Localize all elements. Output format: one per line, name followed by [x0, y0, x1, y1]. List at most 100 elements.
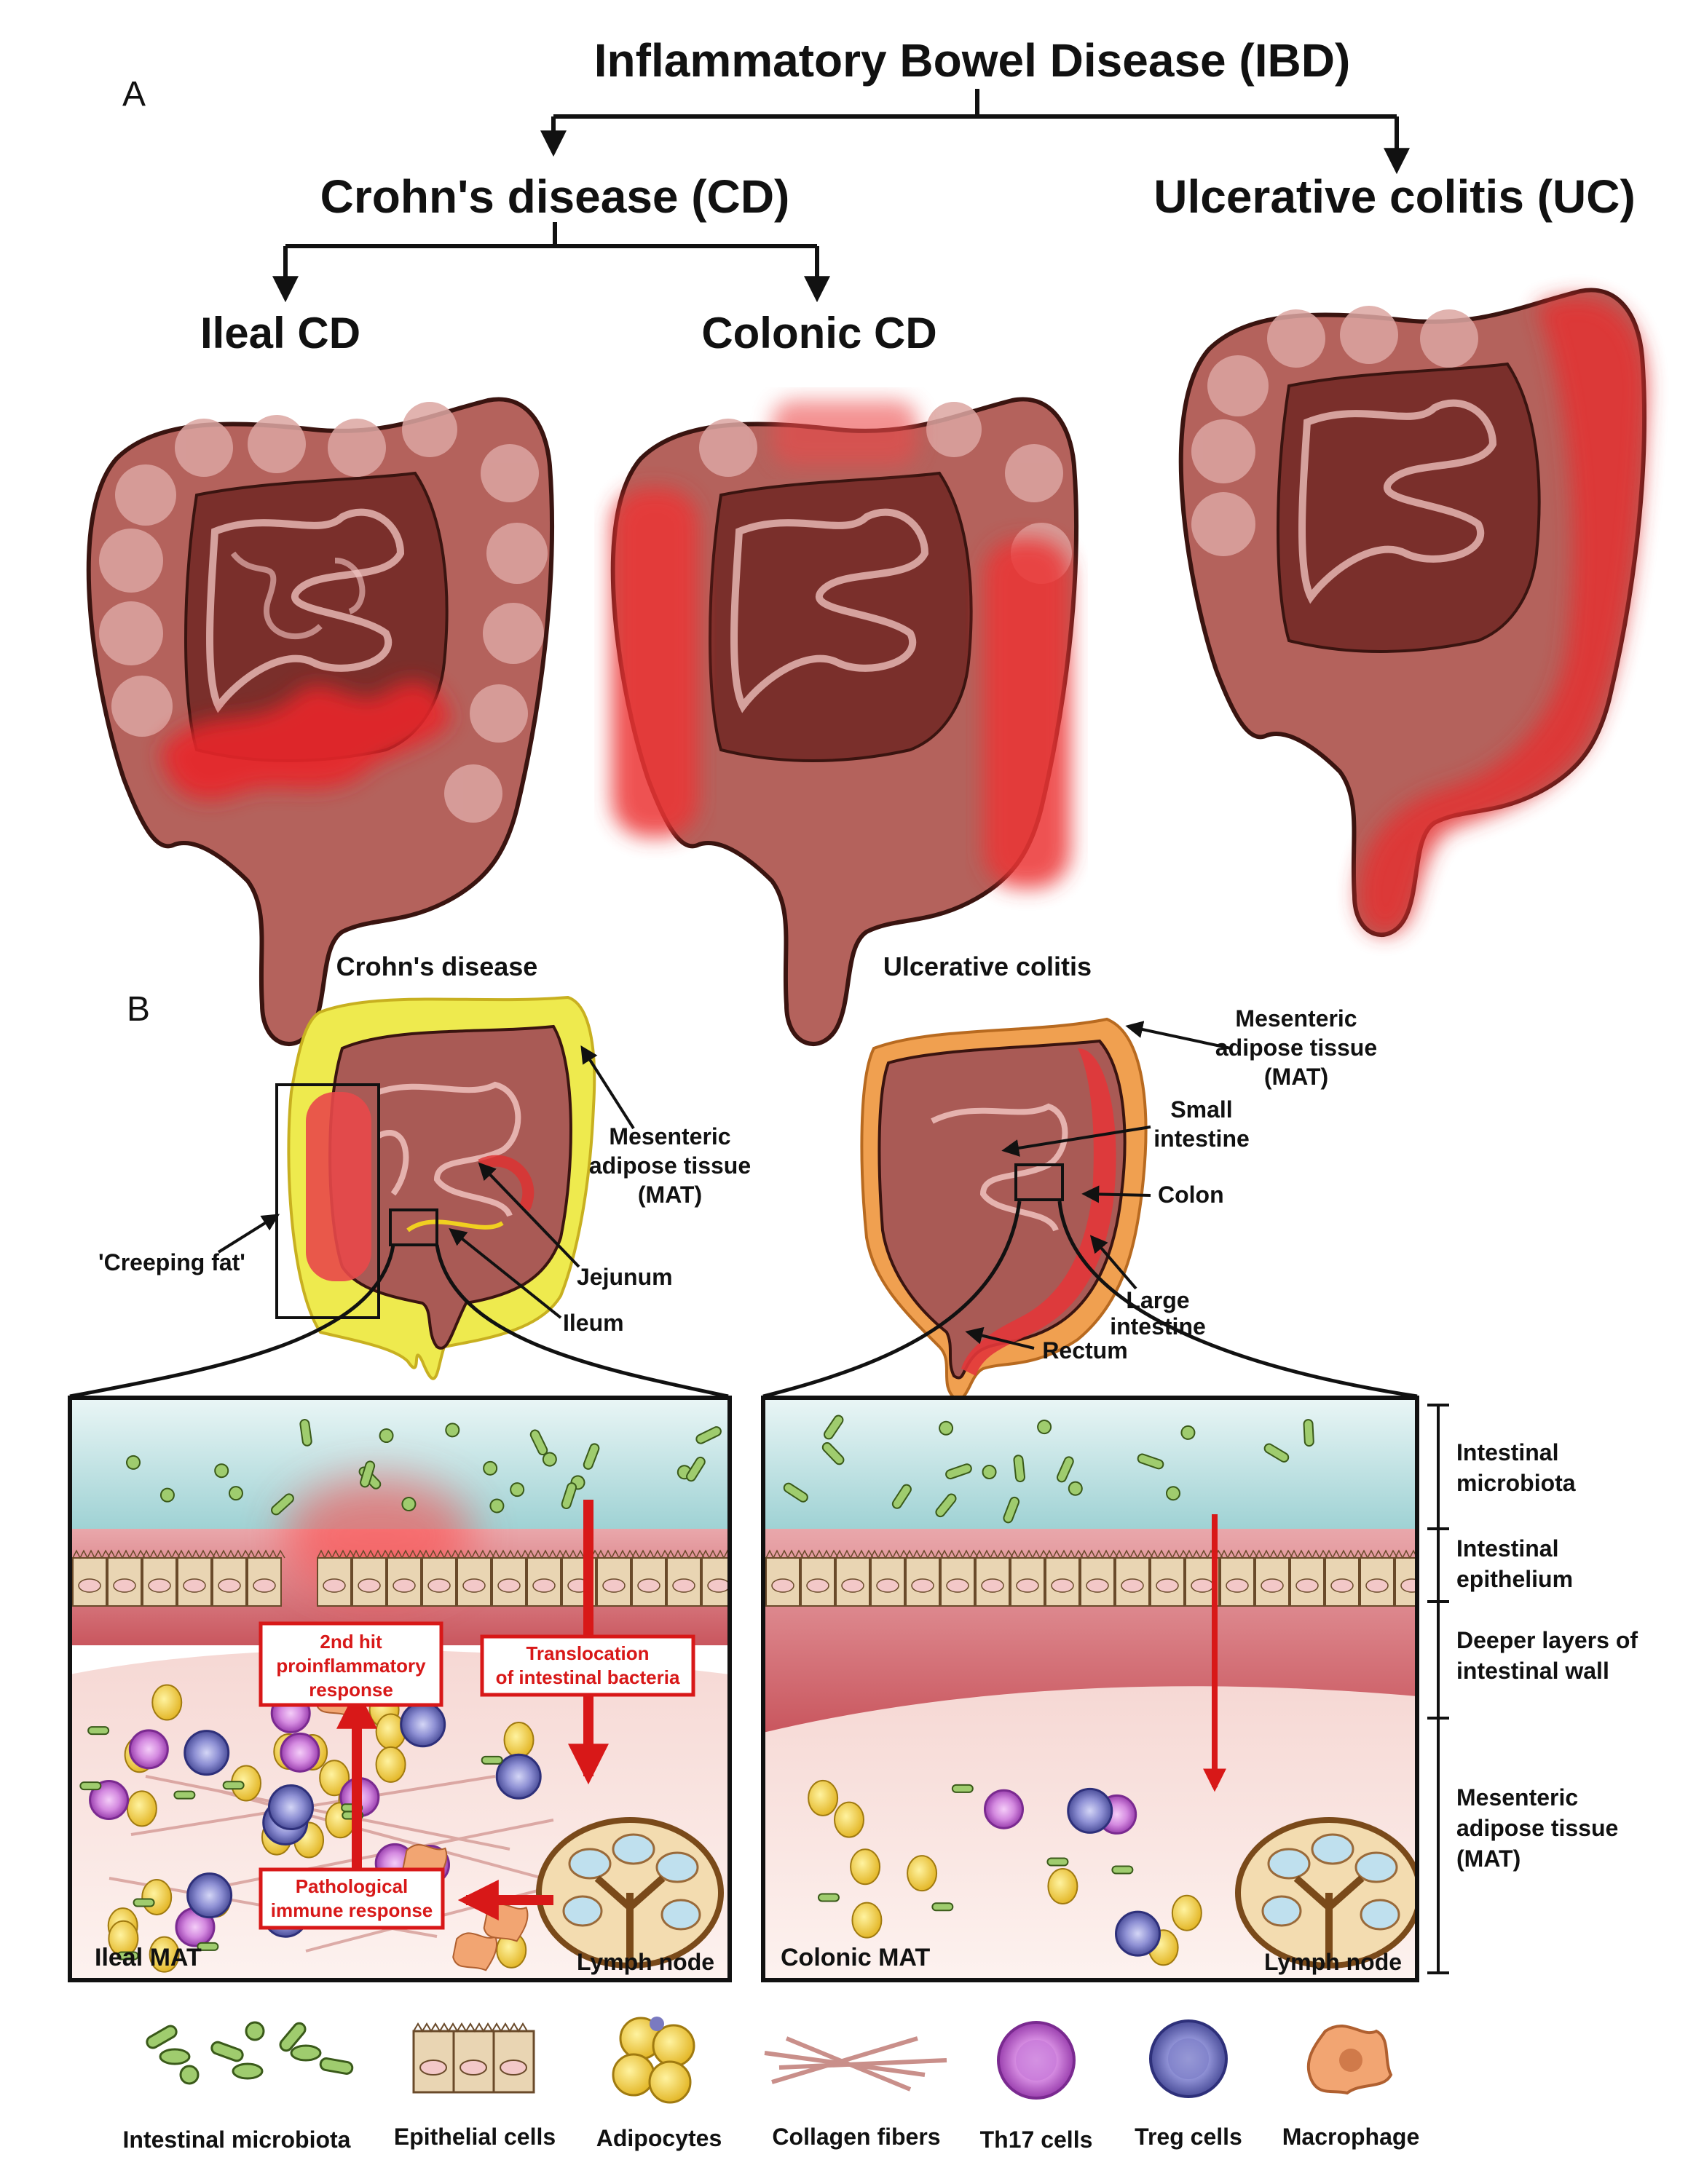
- epithelial-cell: [1395, 1549, 1417, 1607]
- epithelial-cells-icon: [412, 2022, 535, 2094]
- epithelial-cell: [317, 1549, 355, 1607]
- macrophage: [483, 1903, 529, 1942]
- bacterium: [951, 1784, 974, 1793]
- bacterium: [1180, 1425, 1196, 1440]
- adipocyte: [808, 1779, 839, 1816]
- adipocyte: [375, 1746, 406, 1783]
- hierarchy-connectors: [272, 89, 1410, 303]
- treg-cell: [495, 1753, 542, 1800]
- epithelial-cell: [1220, 1549, 1258, 1607]
- ileal-mat-label: Ileal MAT: [95, 1944, 202, 1971]
- epithelium-row: [72, 1549, 730, 1607]
- bacterium: [483, 1460, 498, 1476]
- epithelial-cell: [212, 1549, 251, 1607]
- bacterium: [821, 1442, 845, 1465]
- epithelial-cell: [596, 1549, 635, 1607]
- cd-bacteria: [126, 1419, 722, 1516]
- panel-b-uc-title: Ulcerative colitis: [883, 951, 1092, 981]
- epithelial-cell: [701, 1549, 730, 1607]
- layer-mat-2: adipose tissue: [1456, 1815, 1618, 1841]
- bacterium: [159, 1487, 175, 1503]
- uc-mat-label-1: Mesenteric: [1235, 1005, 1357, 1032]
- epithelial-cell: [631, 1549, 670, 1607]
- adipocyte: [126, 1790, 157, 1827]
- translocation-label-2: of intestinal bacteria: [496, 1666, 680, 1688]
- adipocyte: [319, 1760, 350, 1797]
- bacterium: [817, 1893, 840, 1902]
- epithelial-cell: [905, 1549, 944, 1607]
- bacterium: [982, 1465, 997, 1480]
- epithelial-cell: [492, 1549, 530, 1607]
- colon-label: Colon: [1158, 1182, 1224, 1208]
- jejunum-label: Jejunum: [577, 1264, 673, 1290]
- bacterium: [783, 1482, 808, 1503]
- bacterium: [379, 1428, 394, 1444]
- adipocyte: [851, 1902, 883, 1939]
- bacterium: [529, 1429, 548, 1456]
- treg-cell: [267, 1784, 314, 1831]
- colonic-cd-title: Colonic CD: [701, 309, 936, 357]
- bacterium: [1046, 1857, 1069, 1867]
- legend-collagen-label: Collagen fibers: [772, 2124, 940, 2150]
- bacterium: [299, 1419, 312, 1447]
- epithelial-cell: [765, 1549, 804, 1607]
- cd-lymph-node-label: Lymph node: [577, 1949, 714, 1975]
- adipocyte: [149, 1936, 180, 1973]
- th17-cell-icon: [997, 2021, 1076, 2100]
- bacterium: [1303, 1419, 1314, 1447]
- bacterium: [583, 1443, 600, 1470]
- small-intestine-label-1: Small: [1170, 1096, 1232, 1123]
- th17-cell: [983, 1789, 1024, 1829]
- uc-cells: [808, 1779, 1202, 1966]
- bacterium: [561, 1482, 577, 1510]
- cd-anatomy-labels: Mesenteric adipose tissue (MAT) 'Creepin…: [98, 1123, 751, 1336]
- adipocyte: [503, 1721, 535, 1758]
- translocation-label-1: Translocation: [526, 1642, 649, 1664]
- adipocyte: [151, 1684, 183, 1721]
- bacterium: [931, 1902, 954, 1912]
- uc-bacteria: [783, 1415, 1314, 1524]
- treg-cell: [1067, 1787, 1113, 1834]
- legend-adipocytes-label: Adipocytes: [596, 2125, 722, 2151]
- bacterium: [510, 1482, 525, 1497]
- epithelial-cell: [561, 1549, 600, 1607]
- adipocyte: [850, 1848, 881, 1886]
- cd-label-pointers: [217, 1045, 635, 1319]
- bacterium: [695, 1426, 722, 1444]
- cd-lymph-node: [536, 1817, 724, 1969]
- legend: Intestinal microbiota Epithelial cells A…: [123, 2017, 1419, 2153]
- adipocyte: [907, 1855, 938, 1892]
- bacterium: [935, 1493, 957, 1518]
- layer-microbiota-1: Intestinal: [1456, 1439, 1558, 1465]
- epithelial-cell: [387, 1549, 425, 1607]
- th17-cell: [89, 1780, 130, 1821]
- bacterium: [197, 1942, 219, 1951]
- bacterium: [824, 1415, 844, 1440]
- epithelial-cell: [1080, 1549, 1119, 1607]
- adipocytes-icon: [612, 2017, 695, 2104]
- bacterium: [1056, 1456, 1074, 1483]
- bacterium: [1137, 1453, 1164, 1470]
- ileal-cd-intestine: [86, 397, 554, 1046]
- uc-intestine: [1178, 288, 1647, 937]
- uc-lymph-node: [1235, 1817, 1417, 1969]
- bacterium: [1003, 1496, 1020, 1524]
- bacterium: [222, 1781, 245, 1790]
- pathological-label-2: immune response: [271, 1899, 433, 1921]
- epithelial-cell: [835, 1549, 874, 1607]
- epithelial-cell: [107, 1549, 146, 1607]
- uc-lymph-node-label: Lymph node: [1264, 1949, 1402, 1975]
- bacterium: [228, 1486, 243, 1501]
- adipocyte: [1171, 1894, 1202, 1931]
- bacterium: [945, 1463, 972, 1480]
- epithelial-cell: [1290, 1549, 1328, 1607]
- bacterium: [1111, 1865, 1134, 1875]
- panel-a-label: A: [122, 75, 146, 114]
- epithelial-cell: [1150, 1549, 1188, 1607]
- legend-macrophage-label: Macrophage: [1282, 2124, 1419, 2150]
- second-hit-label-2: proinflammatory: [276, 1655, 426, 1677]
- cd-mat-label-1: Mesenteric: [609, 1123, 730, 1150]
- colonic-mat-label: Colonic MAT: [781, 1944, 930, 1971]
- epithelial-cell: [1045, 1549, 1084, 1607]
